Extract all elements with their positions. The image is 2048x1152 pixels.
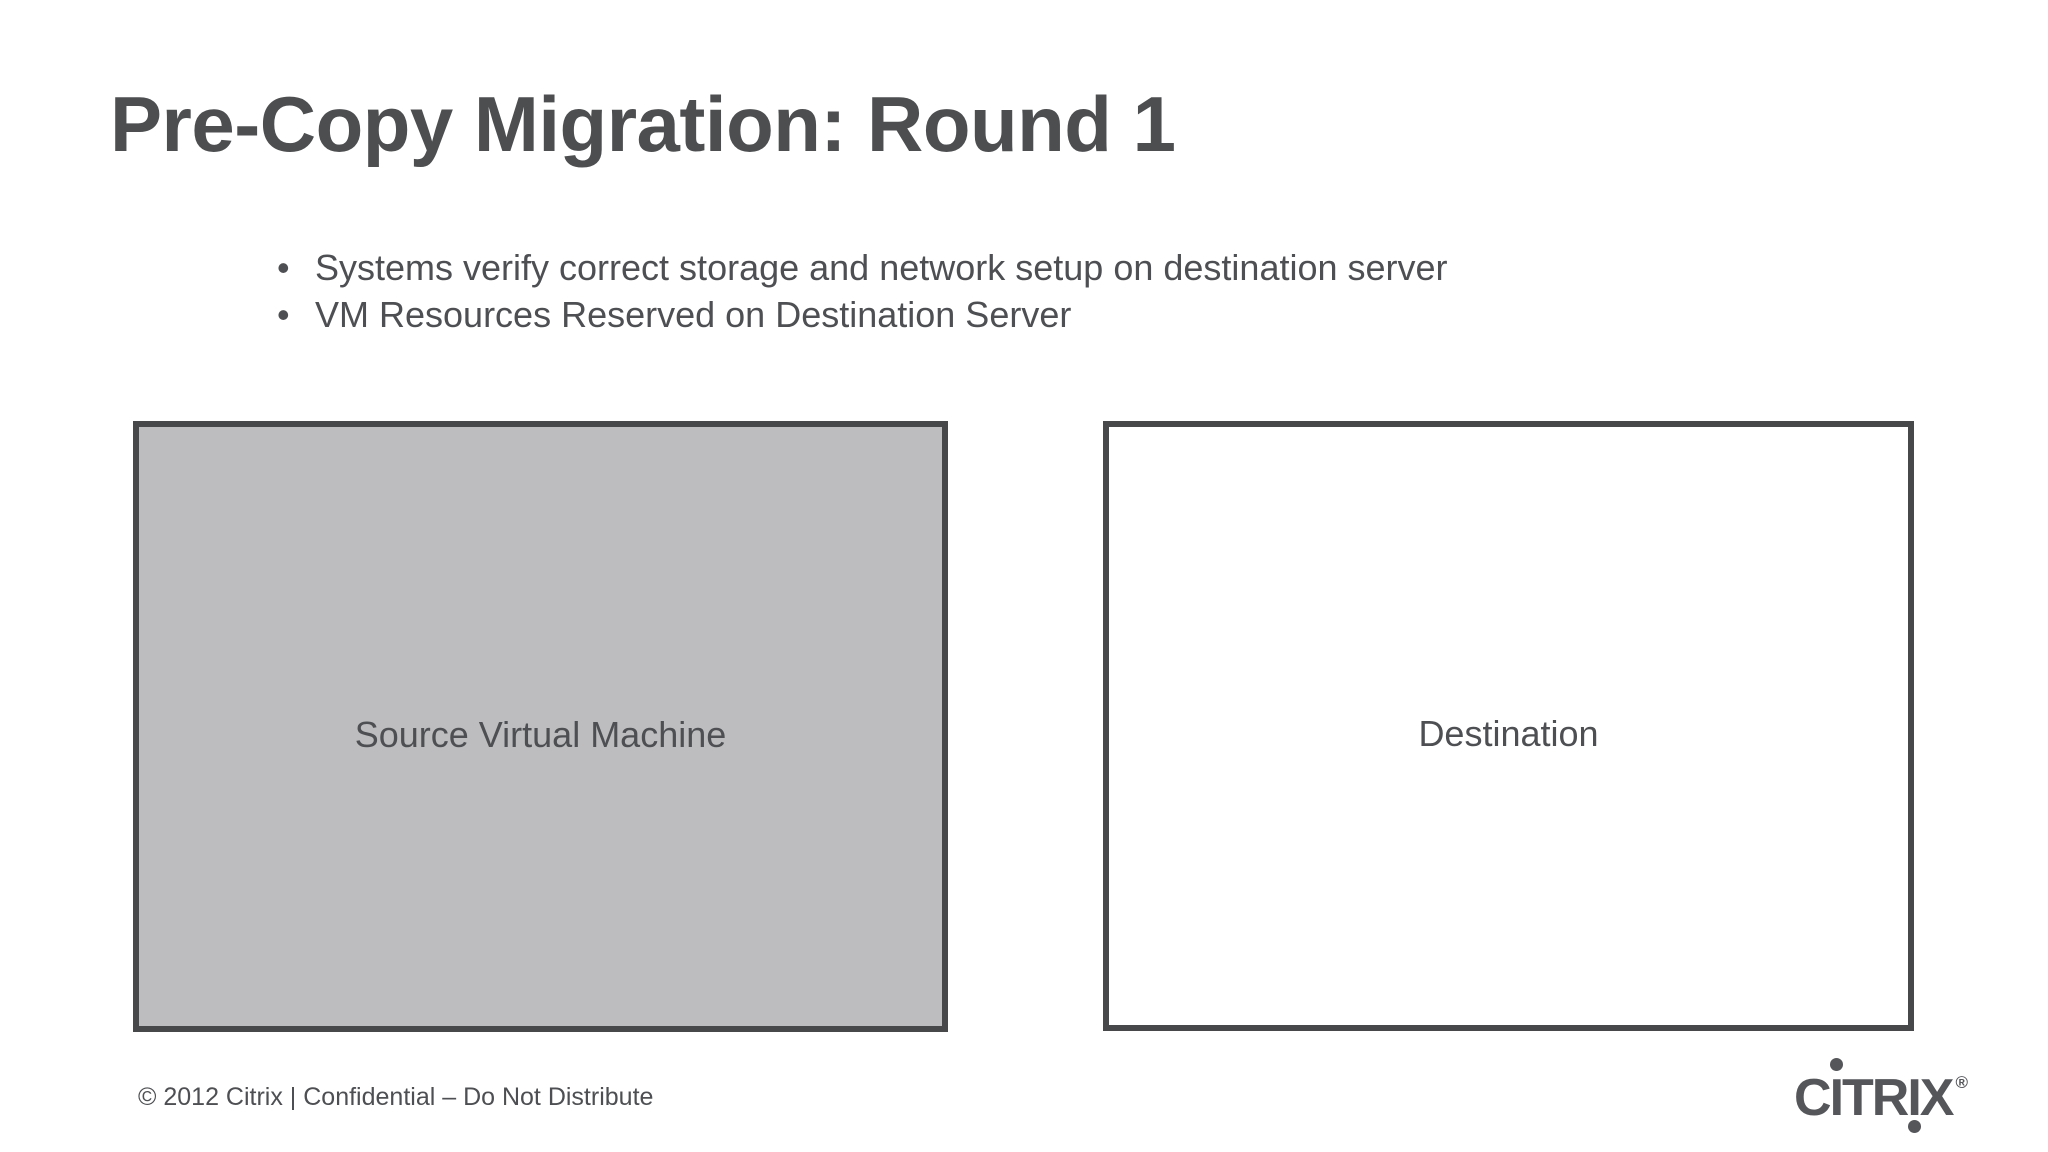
logo-letter: C: [1794, 1069, 1832, 1127]
bullet-text: Systems verify correct storage and netwo…: [315, 247, 1448, 288]
footer-copyright: © 2012 Citrix | Confidential – Do Not Di…: [138, 1083, 654, 1111]
logo-letter: T: [1842, 1069, 1874, 1127]
source-vm-box: Source Virtual Machine: [133, 421, 948, 1032]
logo-letter-dotted-i: I: [1829, 1058, 1844, 1127]
destination-label: Destination: [1418, 713, 1599, 754]
registered-trademark-icon: ®: [1955, 1073, 1969, 1092]
destination-box: Destination: [1103, 421, 1914, 1031]
citrix-logo: C I T R I X ®: [1794, 1058, 1969, 1133]
bullet-list: • Systems verify correct storage and net…: [277, 244, 1448, 338]
bullet-icon: •: [277, 247, 290, 288]
slide-title: Pre-Copy Migration: Round 1: [110, 80, 1176, 168]
logo-letter: R: [1871, 1069, 1910, 1127]
bullet-item: • Systems verify correct storage and net…: [277, 244, 1448, 291]
logo-letter-underdot-i: I: [1907, 1069, 1922, 1133]
bullet-text: VM Resources Reserved on Destination Ser…: [315, 294, 1072, 335]
source-vm-label: Source Virtual Machine: [354, 713, 727, 755]
bullet-icon: •: [277, 294, 290, 335]
bullet-item: • VM Resources Reserved on Destination S…: [277, 291, 1448, 338]
logo-letter: X: [1919, 1069, 1955, 1127]
